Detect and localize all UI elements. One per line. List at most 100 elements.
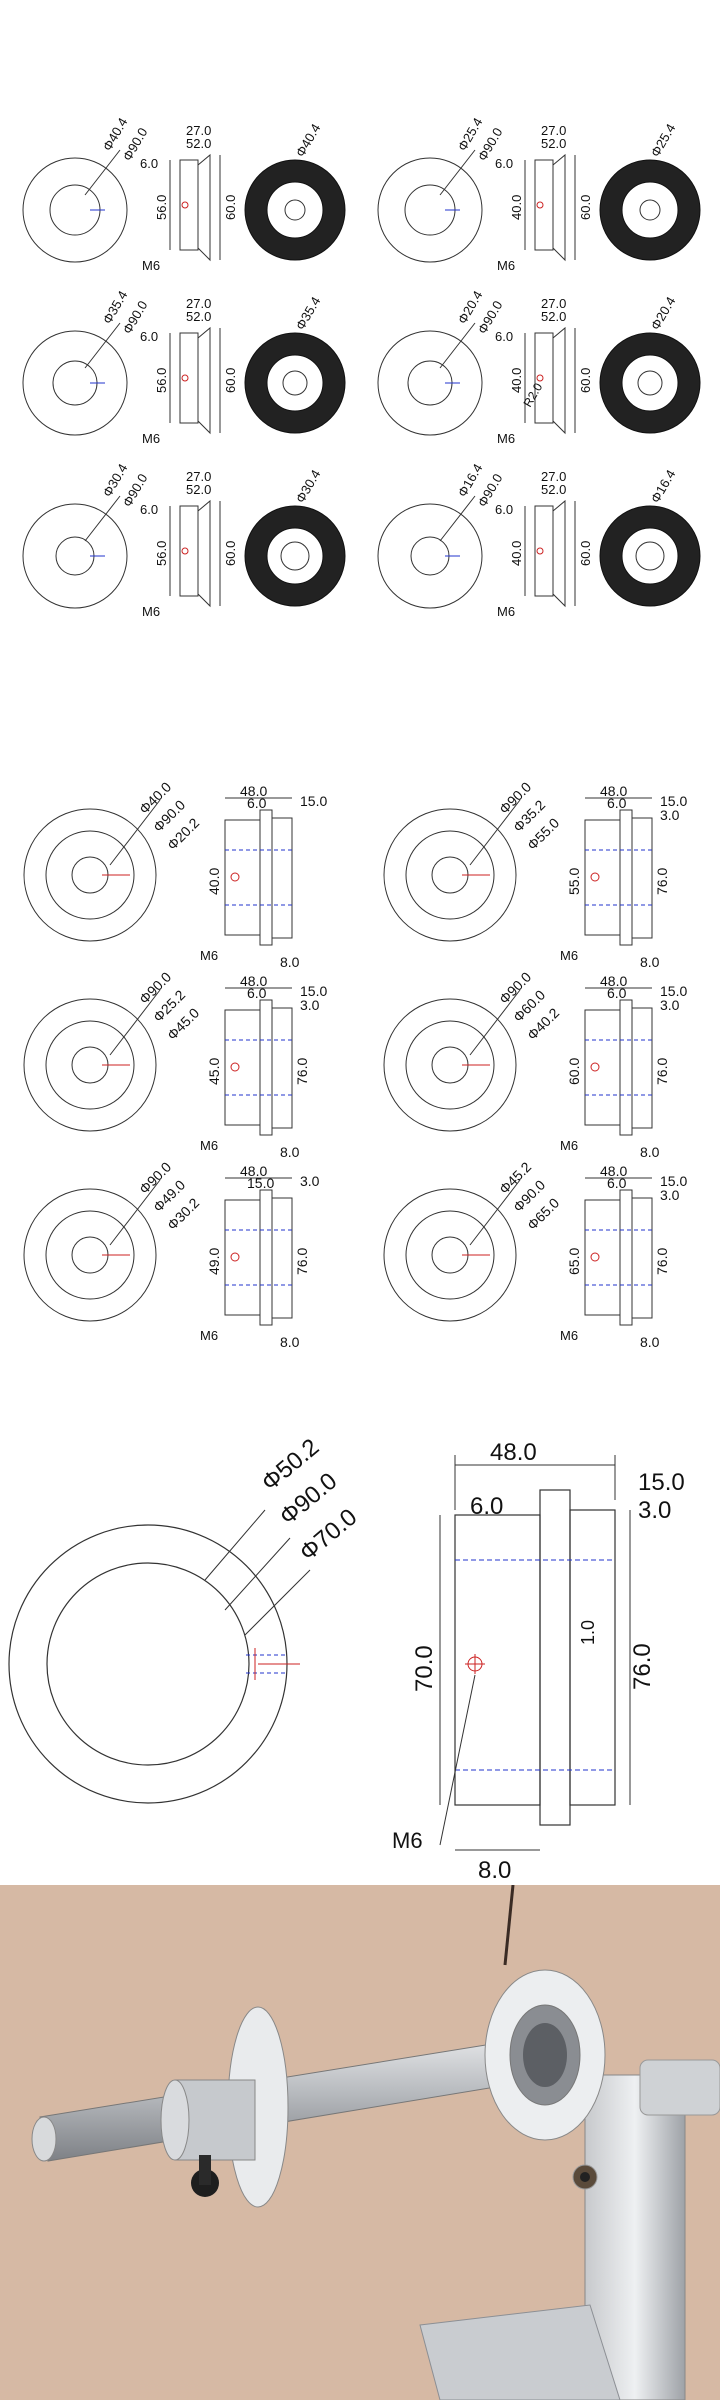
small-outer-circle: [22, 157, 128, 263]
small-hole-offset: 6.0: [495, 329, 513, 344]
small-side-body: [179, 159, 199, 251]
medium-side-cap: [631, 817, 653, 939]
small-top-dim-2: 52.0: [541, 136, 566, 151]
small-leader: [84, 495, 121, 542]
medium-top-dim-2: 6.0: [247, 795, 267, 811]
medium-leader: [109, 1179, 161, 1246]
small-side-flange: [197, 326, 211, 435]
small-height-outer: 60.0: [223, 541, 238, 566]
medium-side-cap: [631, 1007, 653, 1129]
small-brush-inner: [266, 354, 324, 412]
small-thread-label: M6: [142, 258, 160, 273]
medium-side-flange: [259, 1189, 273, 1326]
small-outer-circle: [377, 157, 483, 263]
medium-top-dim-4: 3.0: [660, 997, 680, 1013]
medium-bottom-dim: 8.0: [280, 1334, 300, 1350]
small-brush-dia-label: Φ25.4: [648, 121, 679, 159]
medium-mid-circle: [405, 830, 495, 920]
small-thread-hole: [536, 201, 544, 209]
medium-top-dim-1: 48.0: [240, 973, 267, 989]
small-radius-label: R2.0: [520, 380, 545, 409]
small-height-outer: 60.0: [578, 195, 593, 220]
medium-mid-circle: [45, 1210, 135, 1300]
small-side-body: [179, 505, 199, 597]
small-brush-dia-label: Φ30.4: [293, 467, 324, 505]
medium-total-height-dim: 76.0: [294, 1248, 310, 1275]
medium-side-body: [584, 1009, 621, 1126]
medium-total-height-dim: 76.0: [654, 868, 670, 895]
medium-total-height-dim: 76.0: [294, 1058, 310, 1085]
medium-top-dim-1: 48.0: [600, 783, 627, 799]
large-part-drawing-sheet: Φ50.2 Φ90.0 Φ70.0 48.0 15.0 6.0 3.0 70.0: [0, 1430, 720, 1890]
medium-top-dim-4: 3.0: [660, 807, 680, 823]
medium-top-dim-2: 6.0: [607, 985, 627, 1001]
medium-side-cap: [631, 1197, 653, 1319]
medium-outer-circle: [23, 808, 157, 942]
small-top-dim-2: 52.0: [541, 482, 566, 497]
medium-thread-label: M6: [560, 1138, 578, 1153]
small-hole-offset: 6.0: [495, 156, 513, 171]
small-top-dim-1: 27.0: [186, 296, 211, 311]
medium-outer-circle: [383, 1188, 517, 1322]
medium-side-flange: [259, 809, 273, 946]
small-thread-hole: [536, 374, 544, 382]
medium-side-flange: [259, 999, 273, 1136]
small-brush-inner: [621, 181, 679, 239]
medium-leader: [469, 1179, 521, 1246]
large-thread-label: M6: [392, 1828, 423, 1853]
medium-height-dim: 40.0: [206, 868, 222, 895]
medium-height-dim: 65.0: [566, 1248, 582, 1275]
medium-thread-label: M6: [560, 1328, 578, 1343]
small-top-dim-2: 52.0: [186, 309, 211, 324]
medium-outer-circle: [23, 998, 157, 1132]
large-top-dim-1: 48.0: [490, 1439, 537, 1466]
left-flange-collar: [160, 2006, 289, 2208]
small-side-body: [534, 332, 554, 424]
small-brush-shaft: [284, 199, 306, 221]
medium-leader: [109, 989, 161, 1056]
large-top-dim-3: 6.0: [470, 1493, 503, 1520]
medium-side-body: [584, 819, 621, 936]
small-top-dim-1: 27.0: [541, 296, 566, 311]
medium-thread-hole: [230, 872, 240, 882]
product-photo: [0, 1885, 720, 2400]
medium-height-dim: 60.0: [566, 1058, 582, 1085]
medium-thread-label: M6: [200, 948, 218, 963]
medium-leader: [469, 799, 521, 866]
small-side-flange: [552, 499, 566, 608]
medium-leader: [109, 799, 161, 866]
small-height-outer: 60.0: [223, 195, 238, 220]
small-hole-offset: 6.0: [140, 156, 158, 171]
small-brush-shaft: [639, 199, 661, 221]
medium-total-height-dim: 76.0: [654, 1058, 670, 1085]
large-top-dim-4: 3.0: [638, 1497, 671, 1524]
small-top-dim-2: 52.0: [186, 482, 211, 497]
small-side-flange: [197, 499, 211, 608]
small-leader: [84, 149, 121, 196]
medium-thread-hole: [590, 1062, 600, 1072]
small-top-dim-2: 52.0: [186, 136, 211, 151]
small-height-inner: 56.0: [154, 195, 169, 220]
small-brush-shaft: [280, 541, 310, 571]
medium-top-dim-1: 48.0: [600, 1163, 627, 1179]
medium-thread-hole: [590, 1252, 600, 1262]
medium-top-dim-3: 15.0: [660, 983, 687, 999]
medium-mid-circle: [405, 1020, 495, 1110]
medium-side-cap: [271, 1197, 293, 1319]
small-thread-hole: [181, 374, 189, 382]
small-top-dim-2: 52.0: [541, 309, 566, 324]
small-thread-label: M6: [497, 431, 515, 446]
small-outer-circle: [377, 330, 483, 436]
medium-mid-circle: [405, 1210, 495, 1300]
medium-thread-label: M6: [200, 1328, 218, 1343]
small-height-outer: 60.0: [578, 368, 593, 393]
small-brush-shaft: [282, 370, 308, 396]
